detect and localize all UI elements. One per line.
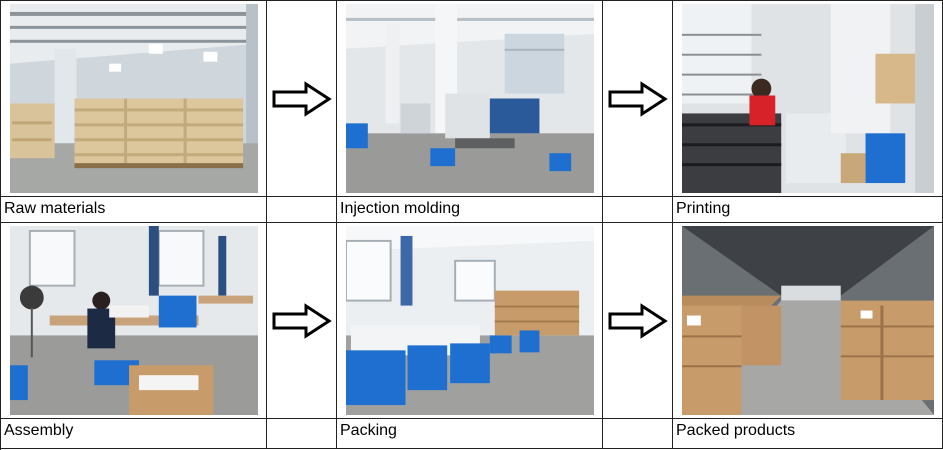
empty-cell bbox=[267, 197, 337, 223]
arrow-cell-1 bbox=[267, 1, 337, 197]
assembly-photo-cell bbox=[1, 223, 267, 419]
injection-molding-photo-cell bbox=[337, 1, 603, 197]
step-label-raw-materials: Raw materials bbox=[1, 197, 267, 223]
printing-photo-cell bbox=[673, 1, 943, 197]
packed-products-photo bbox=[682, 226, 934, 415]
printing-photo bbox=[682, 4, 934, 193]
step-label-injection-molding: Injection molding bbox=[337, 197, 603, 223]
raw-materials-photo-cell bbox=[1, 1, 267, 197]
packed-products-photo-cell bbox=[673, 223, 943, 419]
packing-photo-cell bbox=[337, 223, 603, 419]
step-label-packing: Packing bbox=[337, 419, 603, 449]
packing-photo bbox=[346, 226, 594, 415]
right-arrow-outline-icon bbox=[272, 80, 332, 117]
arrow-cell-3 bbox=[267, 223, 337, 419]
step-label-assembly: Assembly bbox=[1, 419, 267, 449]
empty-cell bbox=[267, 419, 337, 449]
right-arrow-outline-icon bbox=[272, 302, 332, 339]
injection-molding-photo bbox=[346, 4, 594, 193]
right-arrow-outline-icon bbox=[608, 80, 668, 117]
raw-materials-photo bbox=[10, 4, 258, 193]
empty-cell bbox=[603, 419, 673, 449]
assembly-photo bbox=[10, 226, 258, 415]
step-label-packed-products: Packed products bbox=[673, 419, 943, 449]
arrow-cell-2 bbox=[603, 1, 673, 197]
right-arrow-outline-icon bbox=[608, 302, 668, 339]
arrow-cell-4 bbox=[603, 223, 673, 419]
empty-cell bbox=[603, 197, 673, 223]
step-label-printing: Printing bbox=[673, 197, 943, 223]
